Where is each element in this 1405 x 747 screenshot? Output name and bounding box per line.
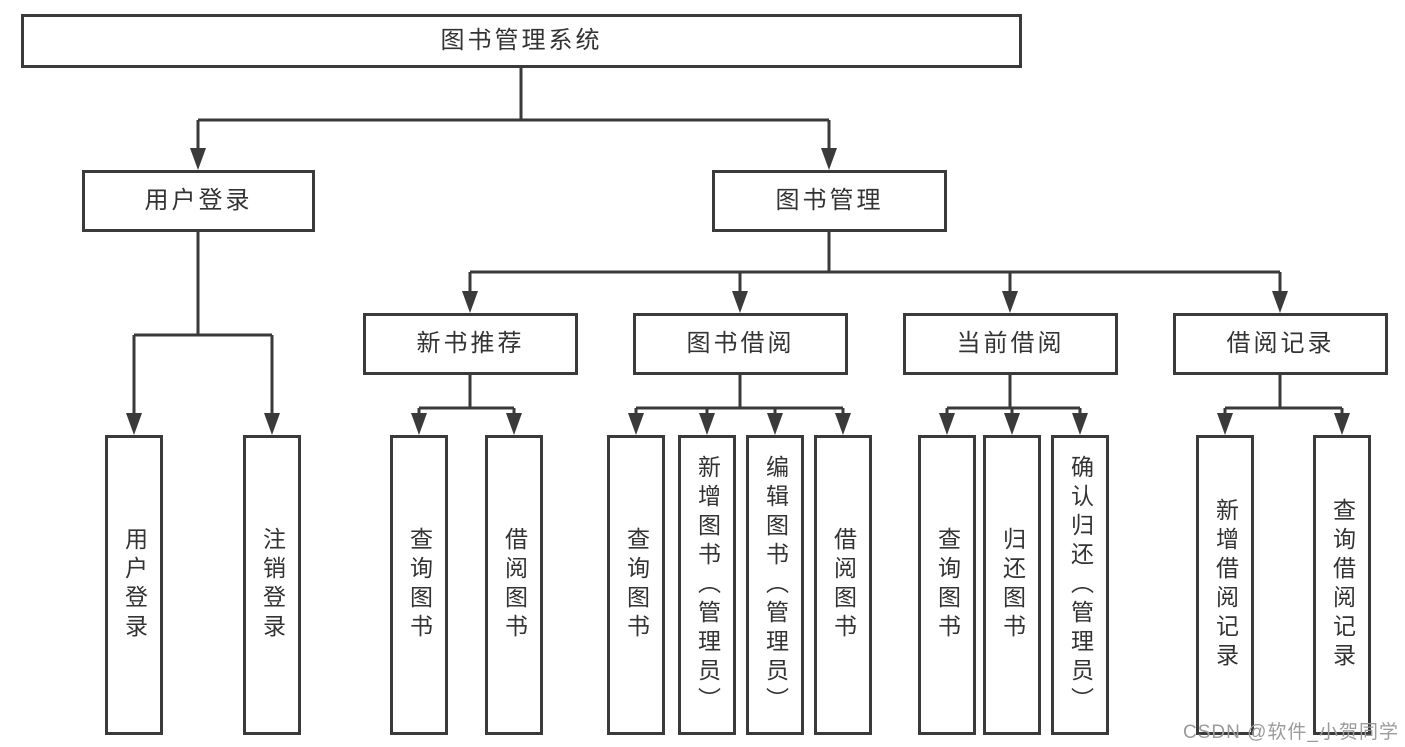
- leaf-return-book: 归还图书: [983, 435, 1041, 735]
- leaf-query-book-borrowing: 查询图书: [607, 435, 665, 735]
- leaf-add-borrow-record: 新增借阅记录: [1196, 435, 1254, 735]
- node-user-login: 用户登录: [82, 170, 315, 232]
- node-book-management: 图书管理: [712, 170, 947, 232]
- csdn-watermark: CSDN @软件_小贺同学: [1183, 722, 1399, 743]
- node-book-borrowing: 图书借阅: [633, 313, 848, 375]
- leaf-borrow-book: 借阅图书: [814, 435, 872, 735]
- leaf-borrow-book-recommend: 借阅图书: [485, 435, 543, 735]
- leaf-query-book-current: 查询图书: [918, 435, 976, 735]
- leaf-query-book-recommend: 查询图书: [390, 435, 448, 735]
- node-root-system: 图书管理系统: [21, 14, 1022, 68]
- leaf-add-book-admin: 新增图书（管理员）: [678, 435, 736, 735]
- leaf-logout: 注销登录: [243, 435, 301, 735]
- leaf-confirm-return-admin: 确认归还（管理员）: [1051, 435, 1109, 735]
- leaf-user-login: 用户登录: [105, 435, 163, 735]
- leaf-query-borrow-record: 查询借阅记录: [1313, 435, 1371, 735]
- leaf-edit-book-admin: 编辑图书（管理员）: [746, 435, 804, 735]
- node-new-book-recommend: 新书推荐: [363, 313, 578, 375]
- node-current-borrowing: 当前借阅: [903, 313, 1118, 375]
- node-borrowing-records: 借阅记录: [1173, 313, 1388, 375]
